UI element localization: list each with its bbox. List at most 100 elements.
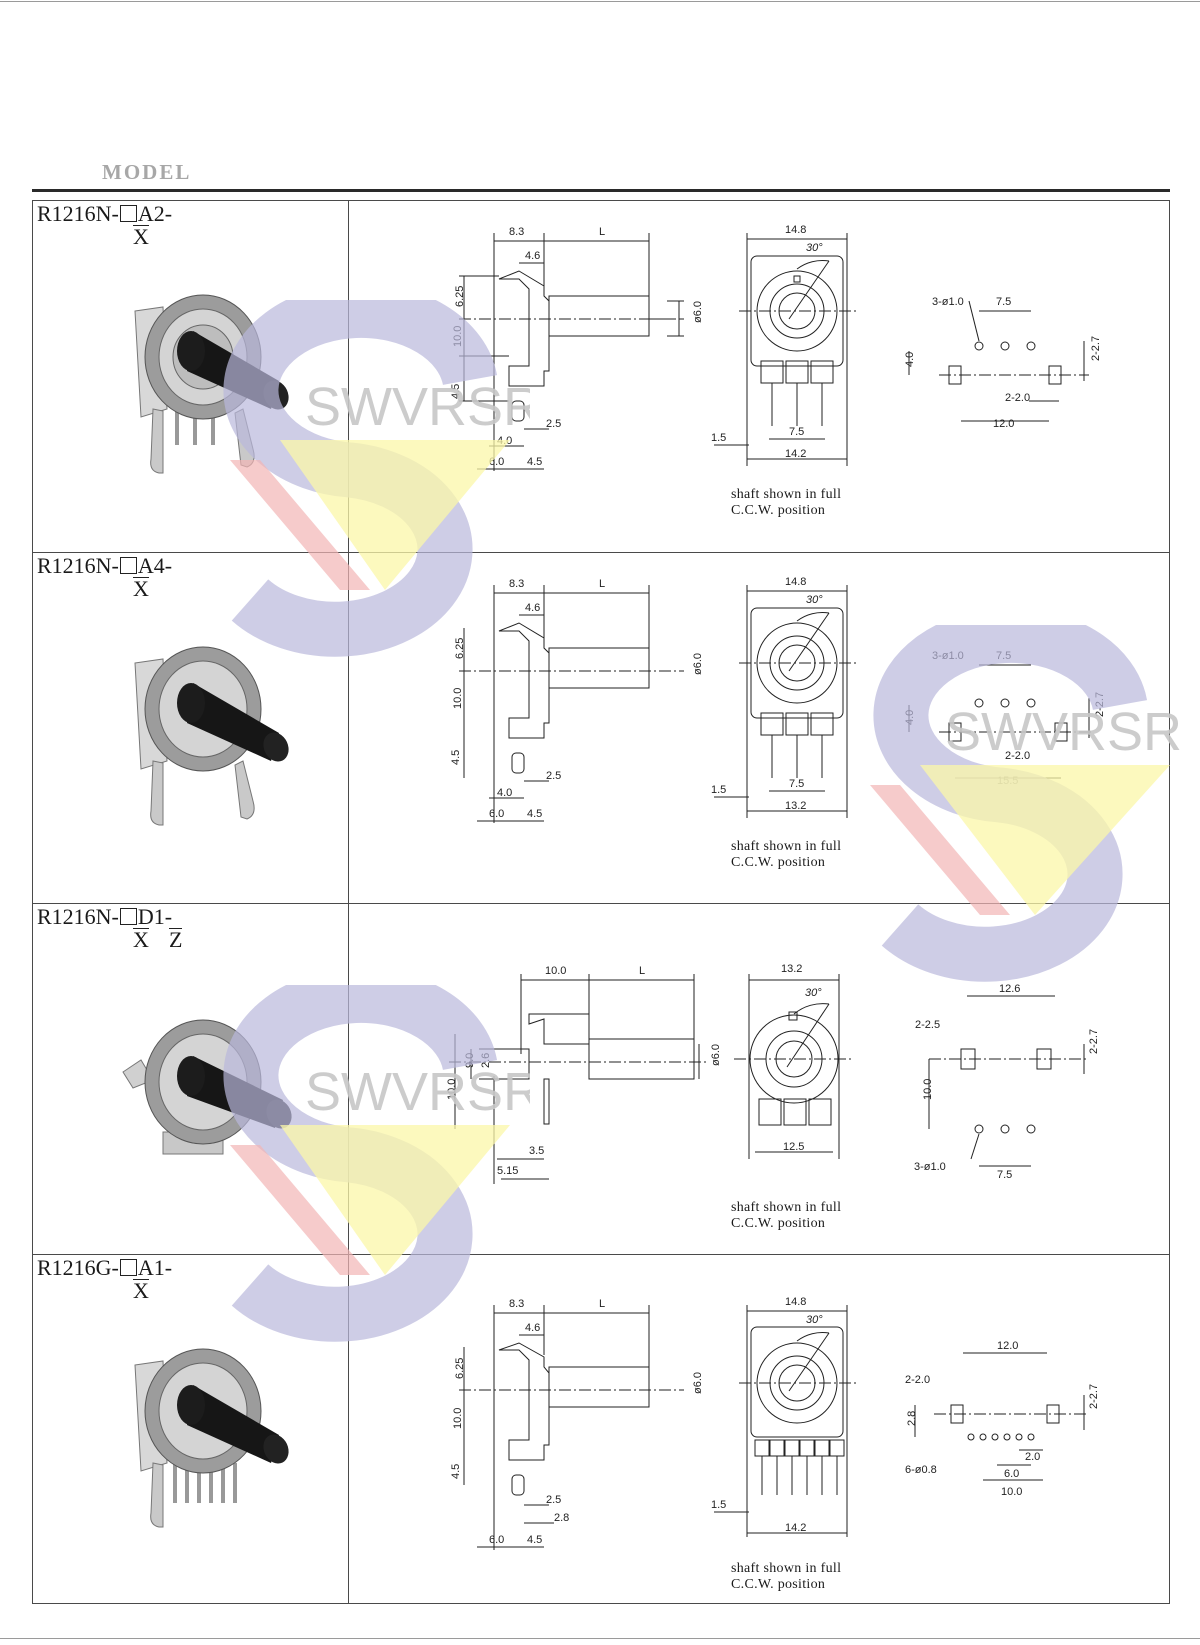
dim-label: 14.8 <box>785 1296 806 1308</box>
dim-label: 12.5 <box>783 1141 804 1153</box>
model-prefix: R1216N- <box>37 553 119 578</box>
dim-label: 3-ø1.0 <box>914 1161 946 1173</box>
dim-label: 7.5 <box>996 296 1011 308</box>
note-line: C.C.W. position <box>731 1216 826 1231</box>
dim-label: 14.2 <box>785 1522 806 1534</box>
potentiometer-photo <box>134 646 289 826</box>
side-view <box>449 974 709 1184</box>
model-suffix: A2- <box>137 201 173 226</box>
dim-label: 4.5 <box>450 384 462 399</box>
variant-box <box>119 908 137 925</box>
model-suffix: D1- <box>137 904 173 929</box>
pcb-layout <box>928 995 1089 1167</box>
pcb-layout <box>908 300 1089 422</box>
dim-label: 10.0 <box>1001 1486 1022 1498</box>
dim-label: L <box>639 965 645 977</box>
dim-label: 15.5 <box>997 775 1018 787</box>
dim-label: 3.5 <box>529 1145 544 1157</box>
dim-label: 3-ø1.0 <box>932 650 964 662</box>
note-line: C.C.W. position <box>731 503 826 518</box>
front-view <box>714 585 859 818</box>
dim-label: 14.8 <box>785 224 806 236</box>
potentiometer-photo <box>122 1019 292 1155</box>
model-prefix: R1216N- <box>37 904 119 929</box>
dim-label: 2.6 <box>480 1053 492 1068</box>
dim-label: 6.25 <box>454 1358 466 1379</box>
dim-label: 12.0 <box>997 1340 1018 1352</box>
dim-label: 7.5 <box>789 778 804 790</box>
dim-label: L <box>599 226 605 238</box>
dim-label: 6.0 <box>489 1534 504 1546</box>
variant-x-label: X <box>133 224 149 249</box>
dim-label: 8.3 <box>509 578 524 590</box>
dim-label: 4.5 <box>527 808 542 820</box>
pcb-layout <box>908 664 1094 779</box>
potentiometer-photo <box>134 1348 289 1528</box>
dim-label: 1.5 <box>711 784 726 796</box>
variant-z-label: Z <box>169 927 183 952</box>
dim-label: 2-2.0 <box>1005 392 1030 404</box>
note-line: shaft shown in full <box>731 487 842 502</box>
dim-label: 2-2.0 <box>1005 750 1030 762</box>
variant-x-label: X <box>133 927 149 952</box>
dim-label: 1.5 <box>711 1499 726 1511</box>
dim-label: 4.5 <box>450 1464 462 1479</box>
note-line: shaft shown in full <box>731 1200 842 1215</box>
note-line: C.C.W. position <box>731 1577 826 1592</box>
dim-label: 7.5 <box>789 426 804 438</box>
dim-label: 2-2.5 <box>915 1019 940 1031</box>
heading-rule <box>32 189 1170 192</box>
variant-box <box>119 1259 137 1276</box>
spec-table: R1216N- A2- X <box>32 200 1170 1604</box>
side-view <box>459 585 684 823</box>
dim-label: 4.0 <box>497 435 512 447</box>
dim-label: 6.0 <box>489 808 504 820</box>
spec-row-d1: R1216N-D1- X Z 10. <box>33 903 1169 1254</box>
column-divider <box>348 201 349 1603</box>
top-rule <box>0 1 1200 2</box>
dim-label: 2-2.7 <box>1088 1029 1100 1054</box>
dim-label: 1.5 <box>711 432 726 444</box>
variant-box <box>119 557 137 574</box>
dim-label: 10.0 <box>922 1079 934 1100</box>
front-view <box>714 233 859 466</box>
dim-label: 2.5 <box>546 418 561 430</box>
dim-label: 2.0 <box>1025 1451 1040 1463</box>
dim-label: 4.6 <box>525 602 540 614</box>
spec-row-a4: R1216N-A4- X 8.3 L 4. <box>33 552 1169 903</box>
page-heading: MODEL <box>102 160 192 184</box>
note-line: C.C.W. position <box>731 855 826 870</box>
model-code: R1216G-A1- <box>37 1257 172 1279</box>
dim-label: ø6.0 <box>692 301 704 323</box>
dim-label: 2.8 <box>554 1512 569 1524</box>
dim-label: 2.8 <box>906 1411 918 1426</box>
dim-label: 4.5 <box>527 1534 542 1546</box>
dim-label: 4.0 <box>904 352 916 367</box>
dim-label: 10.0 <box>452 1408 464 1429</box>
dim-label: 7.5 <box>996 650 1011 662</box>
dim-label: 4.6 <box>525 250 540 262</box>
dim-label: 6.25 <box>454 638 466 659</box>
side-view <box>459 233 684 471</box>
dim-label: 4.5 <box>450 750 462 765</box>
dim-label: 4.6 <box>525 1322 540 1334</box>
dim-label: 12.6 <box>999 983 1020 995</box>
dim-label: ø6.0 <box>692 653 704 675</box>
dim-label: 8.3 <box>509 1298 524 1310</box>
dim-label: 14.8 <box>785 576 806 588</box>
bottom-rule <box>0 1638 1200 1639</box>
dim-label: ø6.0 <box>692 1372 704 1394</box>
variant-x-label: X <box>133 576 149 601</box>
model-code: R1216N-A4- <box>37 555 172 577</box>
dim-label: 13.2 <box>781 963 802 975</box>
dim-label: 10.0 <box>446 1079 458 1100</box>
spec-row-a2: R1216N-A2- X <box>33 201 1169 552</box>
spec-row-g-a1: R1216G-A1- X 8.3 L 4. <box>33 1254 1169 1605</box>
dim-label: 4.0 <box>904 710 916 725</box>
dimension-drawing: 8.3 L 4.6 6.25 10.0 4.5 2.5 2.8 6.0 4.5 … <box>450 1296 1100 1550</box>
dim-label: 30° <box>806 242 823 254</box>
dim-label: 12.0 <box>993 418 1014 430</box>
